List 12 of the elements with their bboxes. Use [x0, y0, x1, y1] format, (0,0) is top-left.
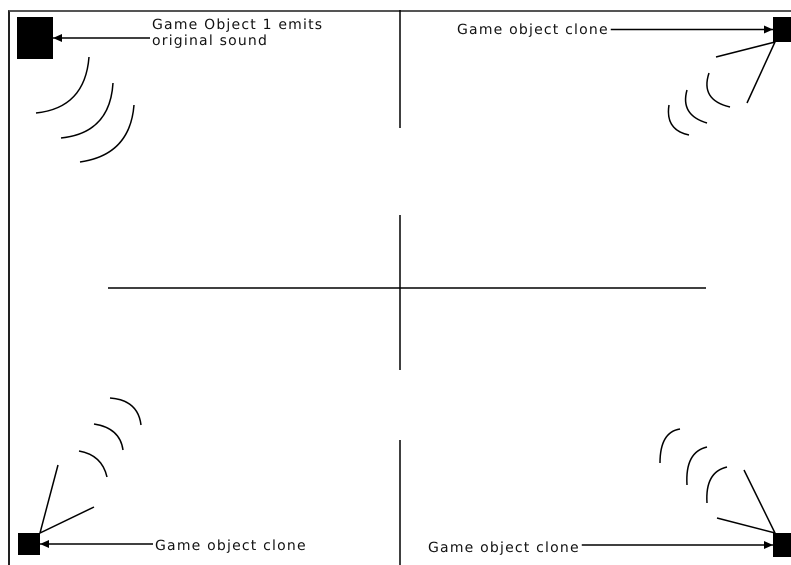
- arrow: [582, 541, 773, 549]
- callout-text: Game object clone: [428, 540, 580, 556]
- speaker-square: [773, 17, 791, 42]
- arrow: [610, 26, 773, 34]
- callout-text: Game object clone: [155, 538, 307, 554]
- callout-text: Game object clone: [457, 22, 609, 38]
- speaker-square: [17, 17, 53, 59]
- speaker-square: [773, 533, 791, 557]
- callout-text: Game Object 1 emits original sound: [152, 17, 387, 49]
- speaker-square: [18, 533, 40, 555]
- arrow: [40, 540, 153, 548]
- arrow: [53, 34, 150, 42]
